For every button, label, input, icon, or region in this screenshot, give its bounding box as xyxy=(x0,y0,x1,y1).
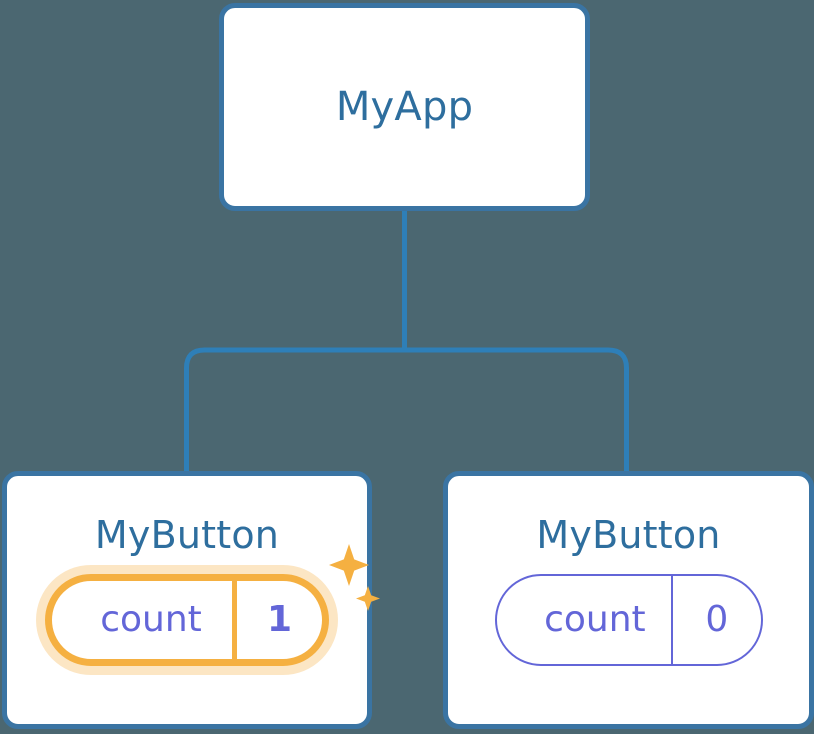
connector-right-branch xyxy=(404,347,629,471)
state-key: count xyxy=(544,599,646,640)
node-title: MyButton xyxy=(94,513,280,557)
state-key: count xyxy=(100,599,202,640)
state-pill-divider xyxy=(232,581,238,659)
state-value: 1 xyxy=(266,599,293,640)
sparkles-icon xyxy=(329,544,380,611)
node-title: MyApp xyxy=(335,84,474,130)
node-myapp[interactable]: MyApp xyxy=(219,3,590,211)
state-pill-divider xyxy=(671,576,674,664)
node-title: MyButton xyxy=(536,513,721,557)
node-mybutton-left[interactable]: MyButton count 1 xyxy=(2,471,380,729)
connector-left-branch xyxy=(184,347,605,471)
state-value: 0 xyxy=(705,599,729,640)
state-pill-wrapper: count 1 xyxy=(45,544,380,666)
state-pill-highlighted[interactable]: count 1 xyxy=(45,574,329,666)
state-pill[interactable]: count 0 xyxy=(494,574,763,666)
node-mybutton-right[interactable]: MyButton count 0 xyxy=(443,471,814,729)
state-pill-wrapper: count 0 xyxy=(494,574,763,666)
